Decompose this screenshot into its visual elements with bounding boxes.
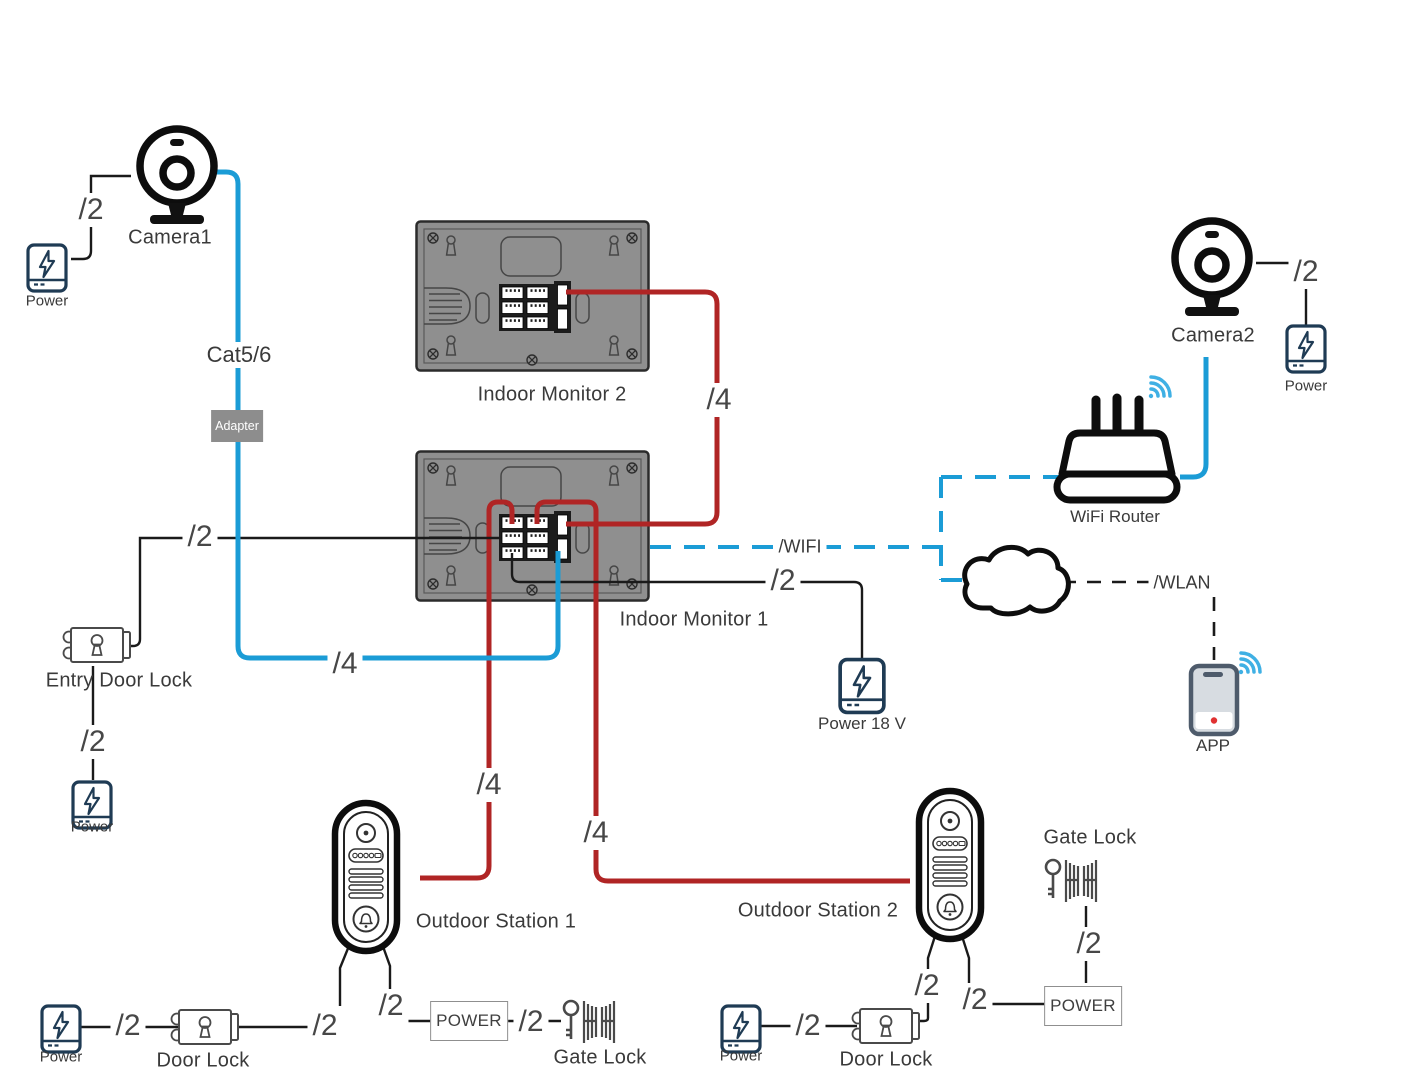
blue-cat5-cables [215,169,1209,661]
indoor-monitor-2-icon [417,222,649,371]
wire-4-adapter: /4 [327,647,363,681]
app-phone-icon [1188,663,1240,737]
wire-2-power-gatelock1: /2 [513,1005,549,1039]
wire-2-station2-doorlock2: /2 [909,969,945,1003]
wire-4-station2: /4 [578,816,614,850]
gate-lock-2-icon [1044,858,1098,904]
camera1-power-icon [26,243,68,293]
doorlock1-power-icon [40,1004,82,1054]
camera2-power-label: Power [1284,377,1328,395]
wire-2-entry-power: /2 [75,725,111,759]
wifi-cable-label: /WIFI [773,536,827,558]
wire-2-station2-power: /2 [957,983,993,1017]
camera1-label: Camera1 [128,226,212,249]
wire-4-station1: /4 [471,768,507,802]
wire-4-monitor2: /4 [701,383,737,417]
wlan-cable-label: /WLAN [1148,572,1216,594]
wire-2-doorlock1-station1: /2 [307,1009,343,1043]
door-lock-2-icon [851,1008,920,1044]
wlan-dashed-line [1062,580,1216,660]
indoor-monitor-1-label: Indoor Monitor 1 [619,608,769,631]
door-lock-1-label: Door Lock [156,1049,250,1072]
power-18v-label: Power 18 V [818,714,906,733]
gate-lock-2-label: Gate Lock [1043,826,1137,849]
camera2-power-icon [1285,324,1327,374]
entry-door-lock-icon [62,627,131,663]
camera2-icon [1175,221,1249,316]
phone-wifi-signal-icon [1237,651,1262,676]
camera2-label: Camera2 [1171,324,1255,347]
cloud-icon [962,544,1071,617]
wifi-router-label: WiFi Router [1070,507,1160,526]
gate-lock-1-label: Gate Lock [553,1046,647,1069]
gate-lock-1-icon [562,999,616,1045]
outdoor-station-1-icon [335,803,397,951]
wire-2-camera1: /2 [73,193,109,227]
outdoor-station-2-icon [919,791,981,939]
cat56-label: Cat5/6 [201,342,277,368]
wire-2-power-doorlock2: /2 [790,1009,826,1043]
power-supply-box-1: POWER [430,1001,508,1041]
black-2wire-cables [71,174,1308,1029]
doorlock2-power-label: Power [719,1047,763,1065]
outdoor-station-2-label: Outdoor Station 2 [737,899,899,922]
app-label: APP [1195,736,1231,755]
router-wifi-signal-icon [1147,375,1172,400]
wire-2-gatelock2: /2 [1071,927,1107,961]
outdoor-station-1-label: Outdoor Station 1 [415,910,577,933]
wire-2-power18: /2 [765,564,801,598]
entry-power-label: Power [70,818,114,836]
camera1-icon [140,129,214,224]
power-18v-icon [838,657,886,715]
entry-door-lock-label: Entry Door Lock [45,669,193,692]
indoor-monitor-2-label: Indoor Monitor 2 [477,383,627,406]
wire-2-station1-power: /2 [373,989,409,1023]
doorlock2-power-icon [720,1004,762,1054]
doorlock1-power-label: Power [39,1048,83,1066]
door-lock-2-label: Door Lock [839,1048,933,1071]
power-supply-box-2: POWER [1044,986,1122,1026]
adapter-box: Adapter [211,410,263,442]
wifi-router-icon [1053,393,1181,504]
door-lock-1-icon [170,1009,239,1045]
wire-2-power-doorlock1: /2 [110,1009,146,1043]
wire-2-entry-lock: /2 [182,520,218,554]
wire-2-camera2: /2 [1288,255,1324,289]
camera1-power-label: Power [25,292,69,310]
